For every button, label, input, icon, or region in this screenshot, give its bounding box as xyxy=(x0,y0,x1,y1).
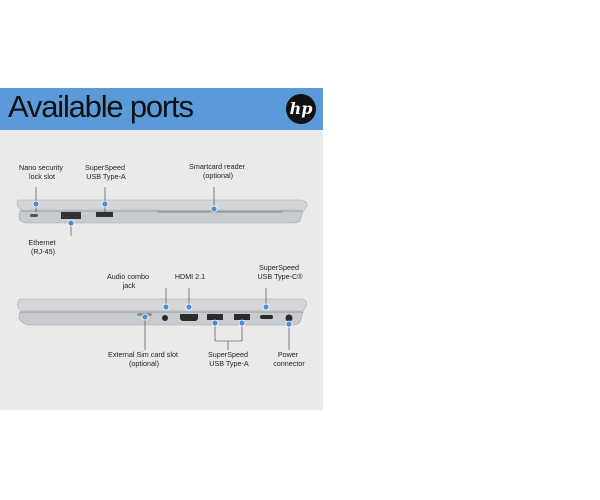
label-sim-slot: External Sim card slot (optional) xyxy=(108,350,180,368)
usb-c-port xyxy=(260,315,273,319)
marker-dot xyxy=(238,319,246,327)
laptop-left-side xyxy=(16,199,308,224)
label-nano-lock: Nano security lock slot xyxy=(19,163,65,181)
lock-slot-port xyxy=(30,214,38,217)
label-power: Power connector xyxy=(273,350,305,368)
power-port xyxy=(285,314,293,322)
marker-dot xyxy=(101,200,109,208)
label-smartcard: Smartcard reader (optional) xyxy=(189,162,247,180)
ports-diagram: Nano security lock slot SuperSpeed USB T… xyxy=(16,162,308,368)
marker-dot xyxy=(285,320,293,328)
hp-logo: hp xyxy=(286,94,316,124)
label-audio-jack: Audio combo jack xyxy=(107,272,151,290)
label-usb-a-left: SuperSpeed USB Type-A xyxy=(85,163,127,181)
label-hdmi: HDMI 2.1 xyxy=(175,272,205,281)
laptop-right-side xyxy=(17,298,307,326)
marker-dot xyxy=(67,219,75,227)
ports-panel: Available ports hp Nano se xyxy=(0,88,323,410)
usb-a-port-1 xyxy=(207,314,223,320)
label-usb-a-right: SuperSpeed USB Type-A xyxy=(208,350,250,368)
marker-dot xyxy=(262,303,270,311)
usb-a-port xyxy=(96,212,113,217)
label-ethernet: Ethernet (RJ-45) xyxy=(28,238,57,256)
hdmi-port xyxy=(180,314,198,321)
marker-dot xyxy=(211,319,219,327)
marker-dot xyxy=(185,303,193,311)
page-title: Available ports xyxy=(8,89,194,124)
ethernet-port xyxy=(61,212,81,219)
audio-jack xyxy=(162,315,168,321)
usb-a-port-2 xyxy=(234,314,250,320)
marker-dot xyxy=(32,200,40,208)
header-banner: Available ports hp xyxy=(0,88,323,130)
marker-dot xyxy=(210,205,218,213)
label-usb-c: SuperSpeed USB Type-C® xyxy=(257,263,303,281)
marker-dot xyxy=(162,303,170,311)
marker-dot xyxy=(141,313,149,321)
